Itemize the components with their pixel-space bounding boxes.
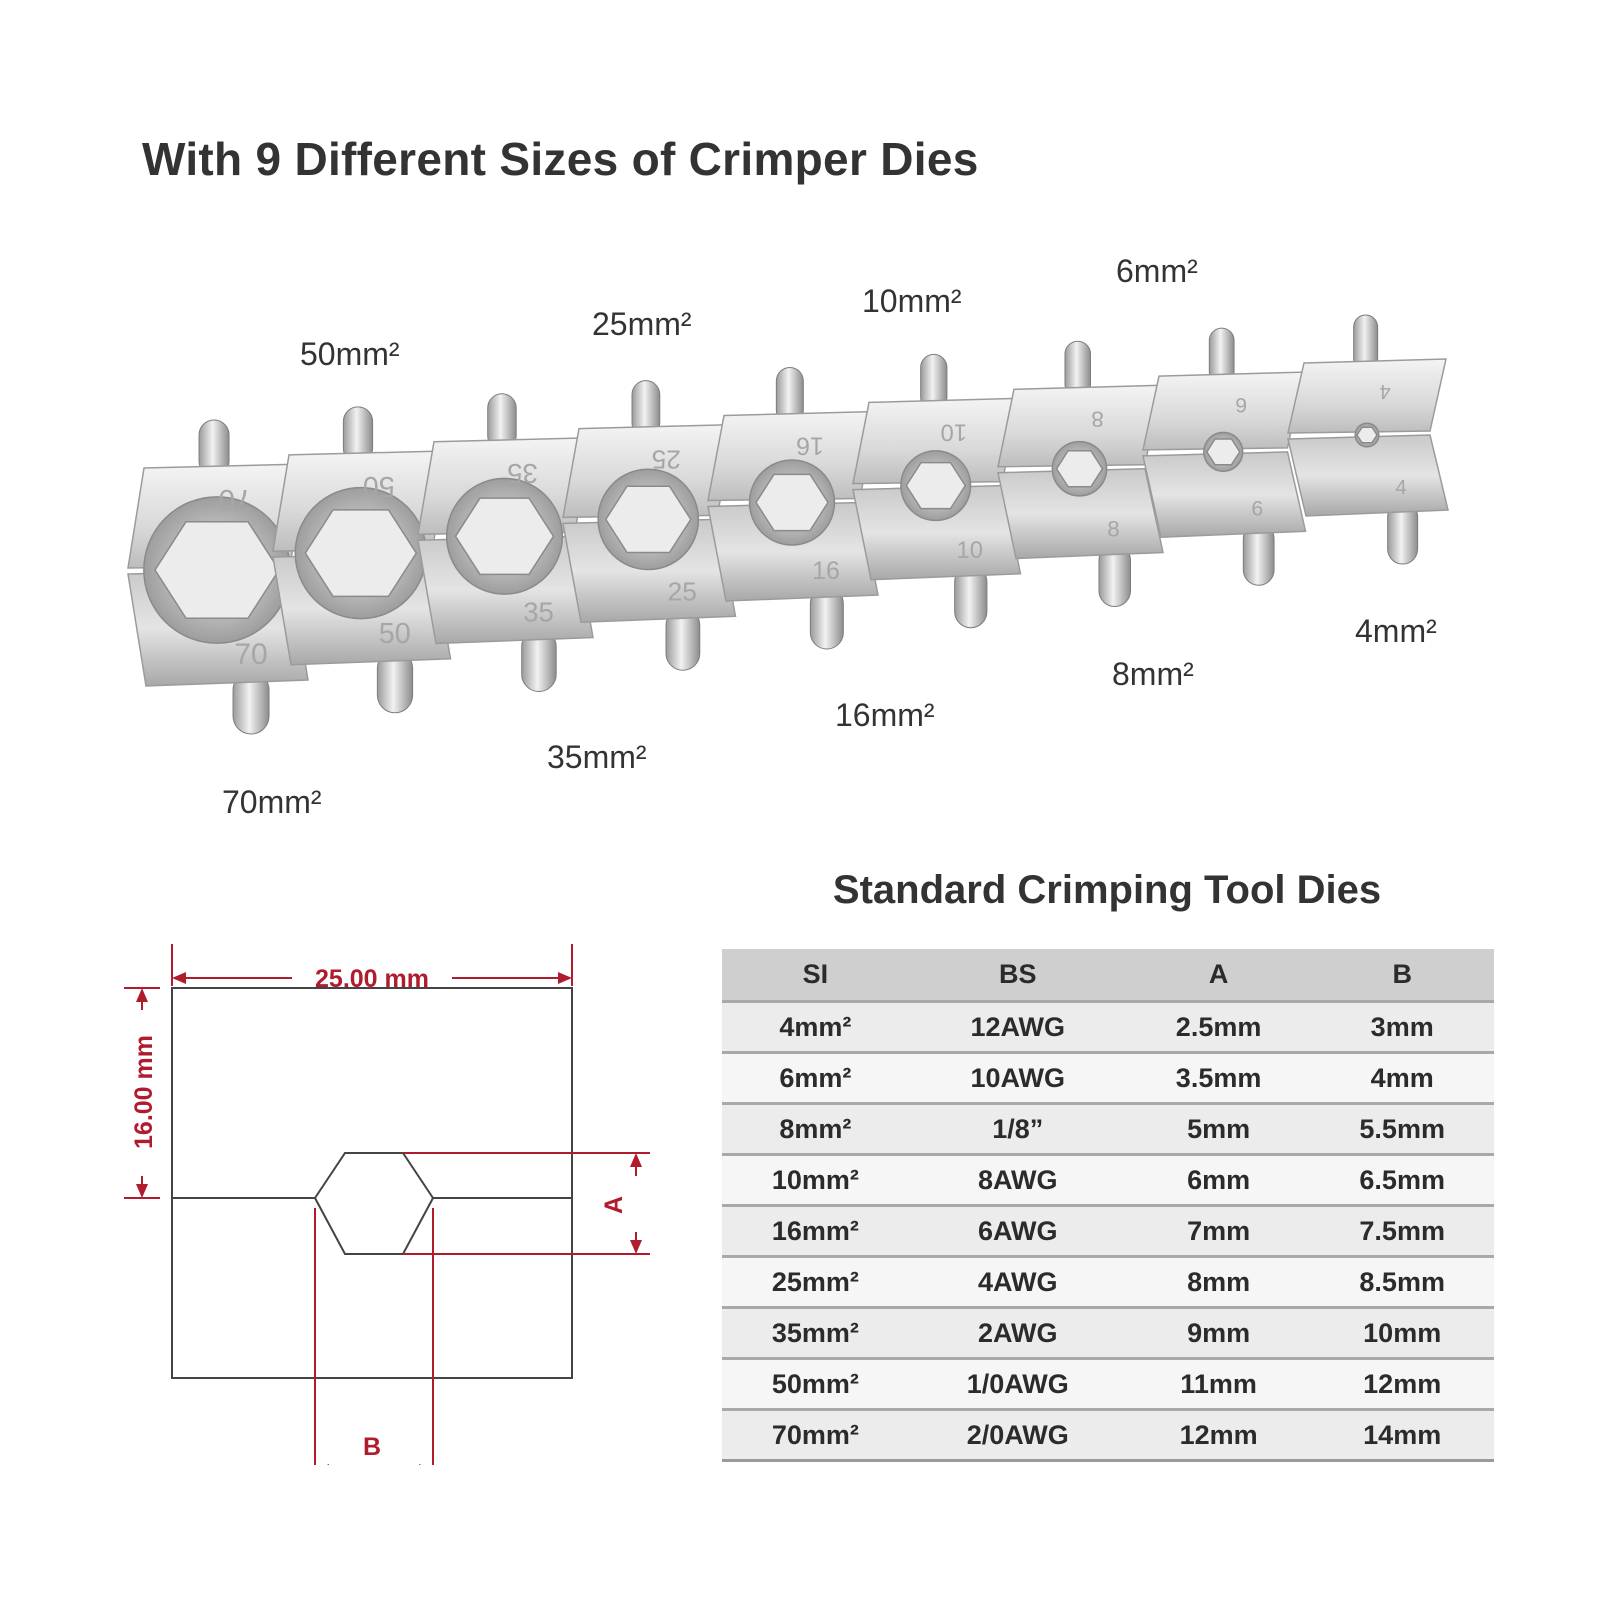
cell-b: 8.5mm [1310, 1256, 1494, 1309]
die-stamp: 6 [1235, 393, 1247, 417]
die-stamp: 35 [507, 458, 538, 489]
cell-bs: 4AWG [908, 1256, 1127, 1309]
cell-a: 8mm [1126, 1256, 1311, 1309]
column-header-a: A [1126, 949, 1311, 1003]
cell-b: 6.5mm [1310, 1154, 1494, 1207]
die-stamp: 4 [1379, 380, 1390, 402]
column-header-si: SI [722, 949, 909, 1003]
cell-a: 6mm [1126, 1154, 1311, 1207]
cell-si: 50mm² [722, 1358, 909, 1411]
die-stamp: 10 [941, 418, 967, 445]
hex-cavity [313, 1152, 435, 1255]
die-outline [171, 987, 573, 1379]
cell-b: 12mm [1310, 1358, 1494, 1411]
height-dimension-label: 16.00 mm [130, 1035, 158, 1149]
cell-a: 2.5mm [1126, 1001, 1311, 1054]
die-size-label: 6mm² [1116, 253, 1198, 289]
cell-si: 8mm² [722, 1103, 909, 1156]
die-block: 25 25 [562, 380, 737, 671]
die-stamp: 16 [796, 432, 824, 460]
cell-si: 16mm² [722, 1205, 909, 1258]
die-block: 66 [1142, 327, 1307, 586]
a-dimension-label: A [600, 1196, 628, 1214]
cell-bs: 2/0AWG [908, 1409, 1127, 1462]
die-stamp: 70 [218, 483, 251, 516]
die-size-label: 16mm² [835, 697, 935, 733]
cell-b: 14mm [1310, 1409, 1494, 1462]
die-size-label: 50mm² [300, 336, 400, 372]
die-stamp: 4 [1395, 477, 1406, 499]
cell-si: 10mm² [722, 1154, 909, 1207]
die-block: 50 50 [272, 406, 452, 714]
b-dimension-label: B [363, 1433, 381, 1461]
cell-b: 5.5mm [1310, 1103, 1494, 1156]
cell-bs: 6AWG [908, 1205, 1127, 1258]
cell-a: 12mm [1126, 1409, 1311, 1462]
cell-bs: 1/8” [908, 1103, 1127, 1156]
cell-bs: 1/0AWG [908, 1358, 1127, 1411]
die-stamp: 8 [1091, 406, 1104, 431]
cell-si: 4mm² [722, 1001, 909, 1054]
cell-a: 9mm [1126, 1307, 1311, 1360]
die-block: 10 10 [852, 353, 1022, 629]
die-block: 44 [1287, 314, 1449, 565]
die-stamp: 70 [234, 638, 267, 671]
cell-a: 5mm [1126, 1103, 1311, 1156]
column-header-b: B [1310, 949, 1494, 1003]
die-stamp: 10 [957, 537, 983, 564]
die-size-label: 10mm² [862, 283, 962, 319]
cell-bs: 8AWG [908, 1154, 1127, 1207]
cell-bs: 10AWG [908, 1052, 1127, 1105]
die-stamp: 16 [812, 557, 840, 585]
die-stamp: 50 [379, 618, 411, 650]
die-stamp: 8 [1107, 517, 1120, 542]
die-stamp: 35 [523, 597, 554, 628]
die-size-label: 8mm² [1112, 656, 1194, 692]
page-title: With 9 Different Sizes of Crimper Dies [142, 133, 979, 185]
cell-si: 70mm² [722, 1409, 909, 1462]
die-stamp: 25 [668, 576, 697, 606]
cell-bs: 12AWG [908, 1001, 1127, 1054]
cell-a: 3.5mm [1126, 1052, 1311, 1105]
cell-si: 6mm² [722, 1052, 909, 1105]
cell-bs: 2AWG [908, 1307, 1127, 1360]
cell-b: 4mm [1310, 1052, 1494, 1105]
table-header-row: SI BS A B [722, 949, 1494, 1003]
table-title: Standard Crimping Tool Dies [832, 868, 1382, 912]
die-size-label: 25mm² [592, 306, 692, 342]
die-size-label: 70mm² [222, 784, 322, 820]
die-stamp: 25 [652, 445, 681, 475]
die-block: 35 35 [417, 393, 594, 692]
die-block: 88 [997, 340, 1164, 607]
column-header-bs: BS [908, 949, 1127, 1003]
die-size-label: 35mm² [547, 739, 647, 775]
die-stamp: 6 [1251, 496, 1263, 520]
cell-si: 35mm² [722, 1307, 909, 1360]
cell-si: 25mm² [722, 1256, 909, 1309]
cell-b: 3mm [1310, 1001, 1494, 1054]
cell-a: 11mm [1126, 1358, 1311, 1411]
die-size-label: 4mm² [1355, 613, 1437, 649]
cell-b: 7.5mm [1310, 1205, 1494, 1258]
die-stamp: 50 [363, 470, 395, 502]
die-block: 70 70 [127, 419, 309, 735]
die-dimension-diagram: 25.00 mm 16.00 mm A B [124, 944, 650, 1465]
width-dimension-label: 25.00 mm [315, 965, 429, 993]
cell-b: 10mm [1310, 1307, 1494, 1360]
cell-a: 7mm [1126, 1205, 1311, 1258]
